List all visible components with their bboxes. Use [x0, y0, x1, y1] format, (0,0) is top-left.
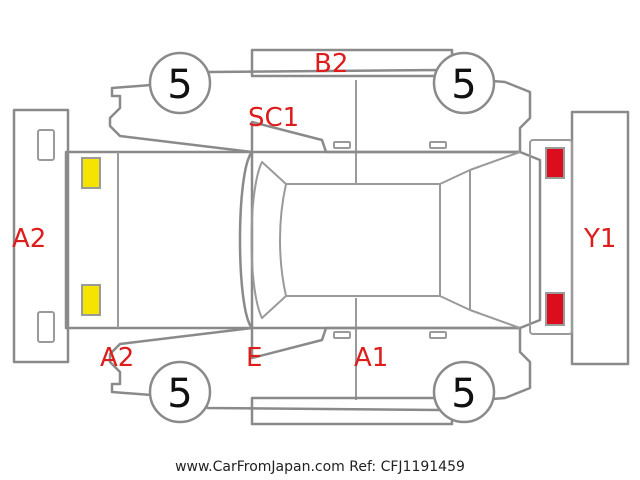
wheel-front-right-grade: 5	[167, 371, 192, 417]
wheel-front-left: 5	[148, 51, 212, 115]
code-front-corner: A2	[100, 343, 134, 373]
wheel-rear-right-grade: 5	[451, 371, 476, 417]
front-lamp-left	[81, 157, 101, 189]
front-lamp-right	[81, 284, 101, 316]
rear-lamps	[529, 139, 573, 335]
wheel-front-right: 5	[148, 360, 212, 424]
code-front-bumper: A2	[12, 224, 46, 254]
bottom-roof-rail	[250, 396, 454, 426]
wheel-rear-right: 5	[432, 360, 496, 424]
rear-lamp-right	[545, 292, 565, 326]
car-top-view	[64, 150, 542, 330]
code-rear-right-door: A1	[354, 343, 388, 373]
code-roof: B2	[314, 49, 348, 79]
code-rear-left-door: SC1	[248, 103, 299, 133]
front-lamps	[81, 157, 101, 316]
code-front-right-door: E	[246, 343, 262, 373]
code-rear-bumper: Y1	[583, 224, 616, 254]
watermark-text: www.CarFromJapan.com Ref: CFJ1191459	[175, 459, 465, 475]
wheel-rear-left: 5	[432, 51, 496, 115]
wheel-rear-left-grade: 5	[451, 62, 476, 108]
front-bumper	[12, 108, 70, 364]
rear-lamp-left	[545, 147, 565, 179]
wheel-front-left-grade: 5	[167, 62, 192, 108]
